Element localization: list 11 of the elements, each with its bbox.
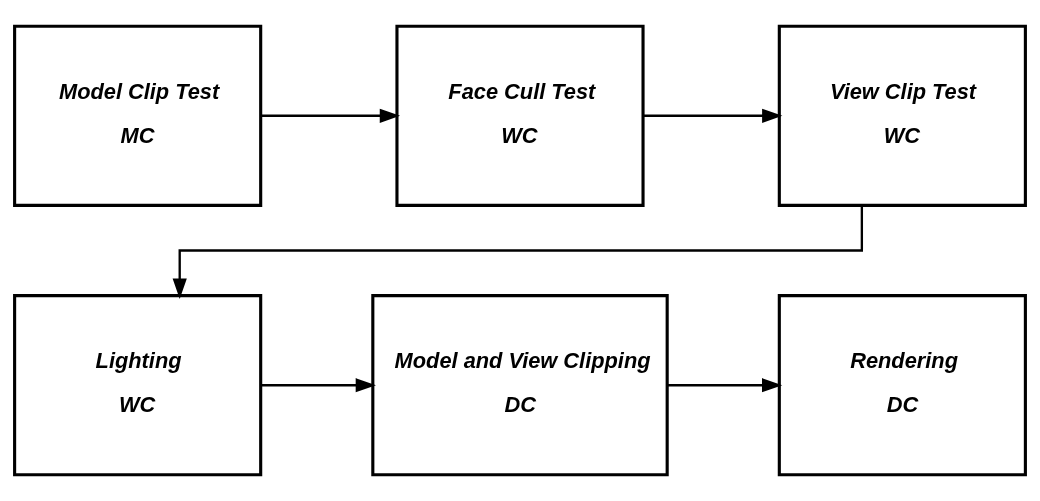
node-box: Model Clip Test MC	[13, 24, 263, 207]
node-box: Face Cull Test WC	[395, 24, 645, 207]
node-box: Model and View Clipping DC	[371, 294, 669, 477]
arrow	[260, 378, 376, 393]
arrow	[667, 378, 783, 393]
arrow	[260, 108, 401, 123]
node-box: Rendering DC	[777, 294, 1027, 477]
node-box: View Clip Test WC	[777, 24, 1027, 207]
arrow	[172, 205, 864, 299]
arrow	[643, 108, 783, 123]
node-box: Lighting WC	[13, 294, 263, 477]
